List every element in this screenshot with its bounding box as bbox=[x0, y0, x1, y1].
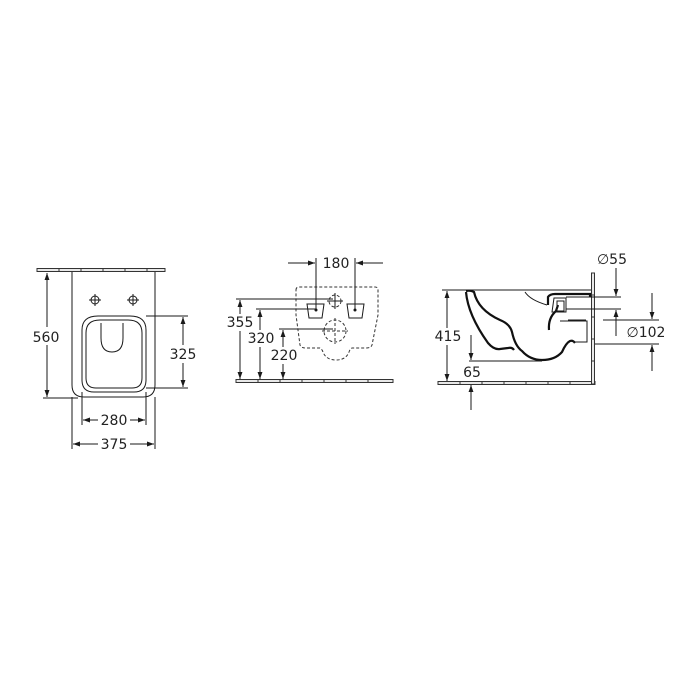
rear-view: 180 355 320 220 bbox=[225, 255, 394, 383]
bowl-inner-profile bbox=[465, 289, 576, 362]
wall-plate bbox=[591, 272, 595, 385]
plate-ticks bbox=[58, 268, 148, 272]
dim-label-inlet-diameter: ∅55 bbox=[597, 252, 627, 268]
seat-inner-outline bbox=[85, 319, 143, 389]
dim-label-seat-depth: 325 bbox=[170, 347, 197, 363]
dim-label-total-width: 375 bbox=[101, 437, 128, 453]
bowl-opening bbox=[100, 323, 124, 353]
bowl-rim-outline bbox=[81, 315, 147, 393]
wall-plate bbox=[36, 268, 166, 272]
inlet-fitting bbox=[551, 297, 567, 313]
dim-label-bowl-clearance: 65 bbox=[463, 365, 481, 381]
dim-label-seat-width: 280 bbox=[101, 413, 128, 429]
outlet-horn bbox=[560, 320, 588, 343]
fixing-hole-icon bbox=[89, 294, 101, 306]
dim-label-fixing-height: 320 bbox=[248, 331, 275, 347]
front-view: 560 325 280 375 bbox=[31, 268, 198, 453]
inlet-connection bbox=[546, 292, 592, 305]
fixing-bracket-left bbox=[306, 303, 325, 319]
dim-label-outlet-diameter: ∅102 bbox=[627, 325, 666, 341]
dim-label-fixing-spacing: 180 bbox=[323, 256, 350, 272]
trap-profile bbox=[547, 304, 560, 331]
floor-plate bbox=[437, 381, 596, 385]
bowl-front-profile bbox=[464, 291, 515, 351]
dim-label-outlet-height: 220 bbox=[271, 348, 298, 364]
toilet-body-outline bbox=[71, 272, 156, 398]
side-view: 415 65 ∅55 ∅102 bbox=[432, 252, 666, 410]
dim-label-side-height: 415 bbox=[435, 329, 462, 345]
fixing-hole-icon bbox=[127, 294, 139, 306]
fixing-bracket-right bbox=[346, 303, 365, 319]
rim-curve bbox=[524, 291, 548, 306]
dim-label-frame-height: 355 bbox=[227, 315, 254, 331]
dim-label-total-height: 560 bbox=[33, 330, 60, 346]
floor-plate bbox=[235, 379, 394, 383]
dashed-body-outline bbox=[295, 286, 379, 361]
